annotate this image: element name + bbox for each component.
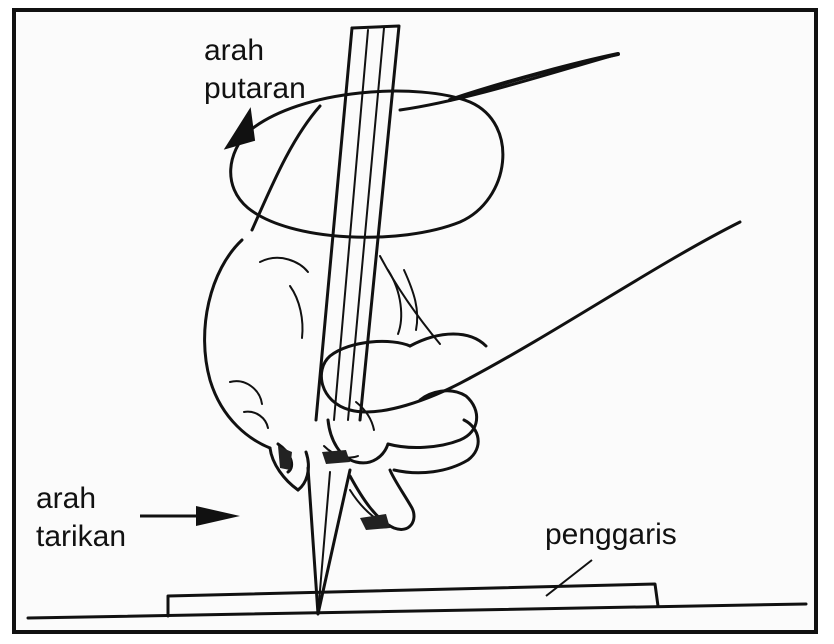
pull-direction-label: arah [36, 482, 96, 516]
ruler-label: penggaris [545, 518, 677, 552]
table-baseline [28, 604, 806, 618]
rotation-arrow-icon [226, 110, 254, 148]
fingernail-mark [278, 446, 292, 470]
pull-arrow-icon [140, 506, 240, 526]
ruler-leader-line [546, 560, 592, 596]
pull-direction-label-line2: tarikan [36, 520, 126, 554]
fingernail-mark [322, 450, 350, 464]
rotation-direction-label: arah [204, 34, 264, 68]
rotation-direction-label-line2: putaran [204, 72, 306, 106]
fingernail-mark [360, 514, 390, 530]
